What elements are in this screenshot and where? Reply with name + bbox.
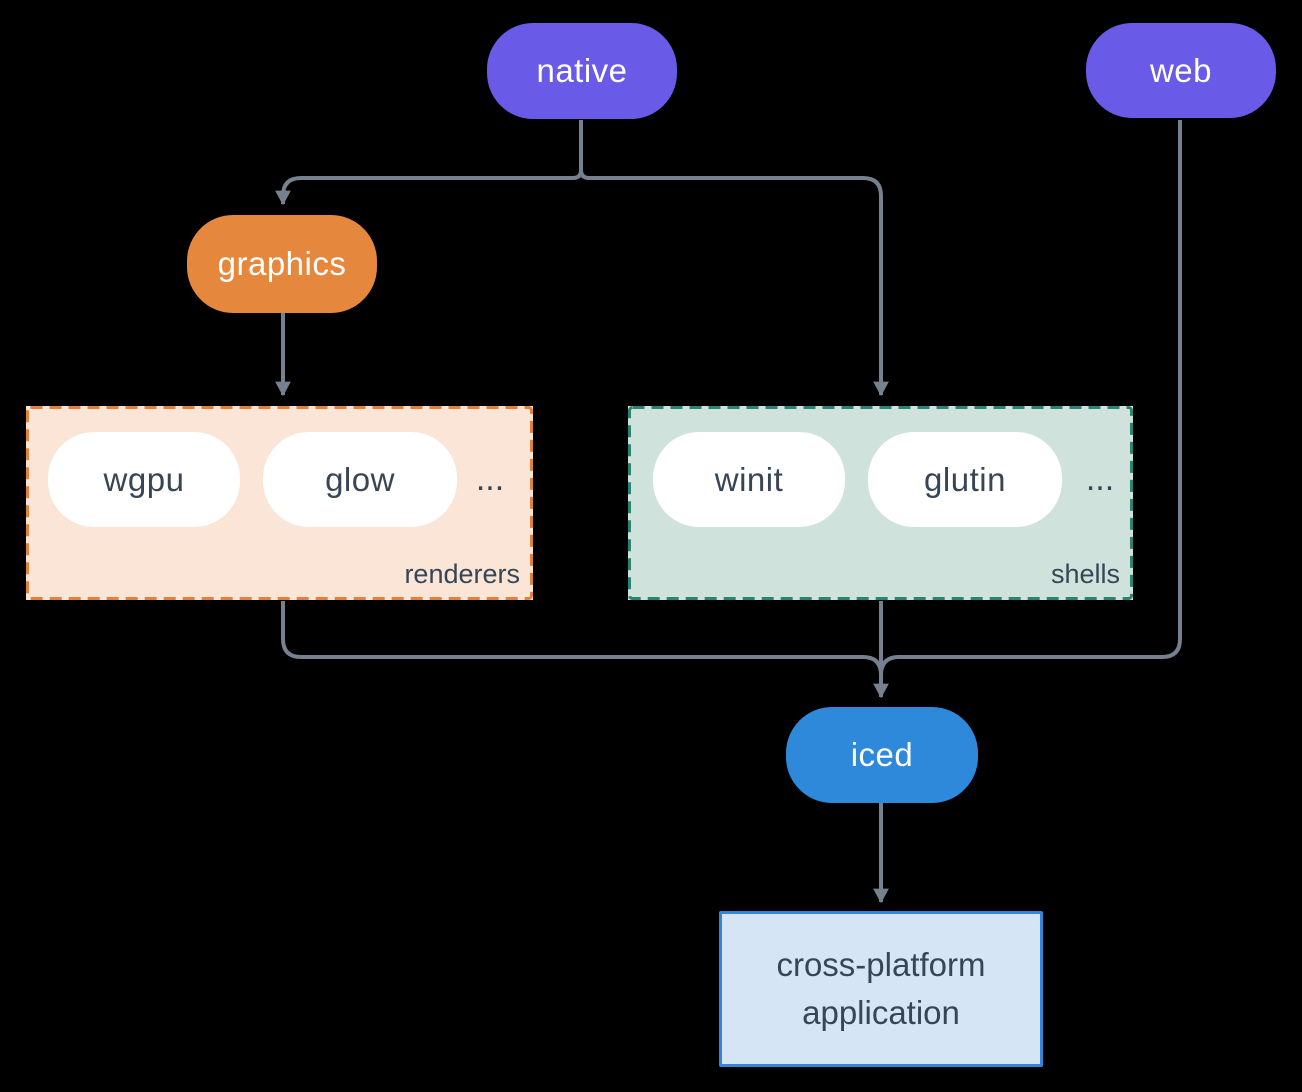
node-glow-label: glow [325, 460, 395, 498]
node-wgpu: wgpu [48, 432, 240, 527]
shells-ellipsis: ... [1085, 460, 1115, 498]
renderers-ellipsis: ... [475, 460, 505, 498]
group-renderers-dashed-border [26, 406, 533, 600]
group-shells-label: shells [1050, 559, 1120, 589]
node-glow: glow [263, 432, 457, 527]
edge-web-iced [879, 120, 1182, 676]
node-native-label: native [536, 52, 628, 89]
node-glutin-label: glutin [924, 460, 1006, 498]
node-web-label: web [1149, 51, 1213, 89]
node-iced-label: iced [850, 736, 914, 773]
node-iced: iced [786, 707, 978, 803]
node-winit-label: winit [714, 460, 784, 498]
node-graphics-label: graphics [217, 245, 347, 282]
node-application: cross-platform application [719, 911, 1043, 1067]
node-web: web [1086, 23, 1276, 118]
edge-native-shells [579, 120, 889, 397]
node-wgpu-label: wgpu [103, 460, 185, 498]
edge-renderers-iced [281, 601, 889, 699]
group-renderers-label: renderers [404, 559, 520, 589]
node-application-label-line2: application [802, 994, 960, 1031]
node-winit: winit [653, 432, 845, 527]
group-shells-dashed-border [628, 406, 1133, 600]
edge-native-graphics [275, 120, 583, 206]
node-graphics: graphics [187, 215, 377, 313]
node-application-label-line1: cross-platform [776, 946, 986, 983]
group-shells: winit glutin ... shells [628, 406, 1133, 600]
node-native: native [487, 23, 677, 119]
group-renderers: wgpu glow ... renderers [26, 406, 533, 600]
node-glutin: glutin [868, 432, 1062, 527]
